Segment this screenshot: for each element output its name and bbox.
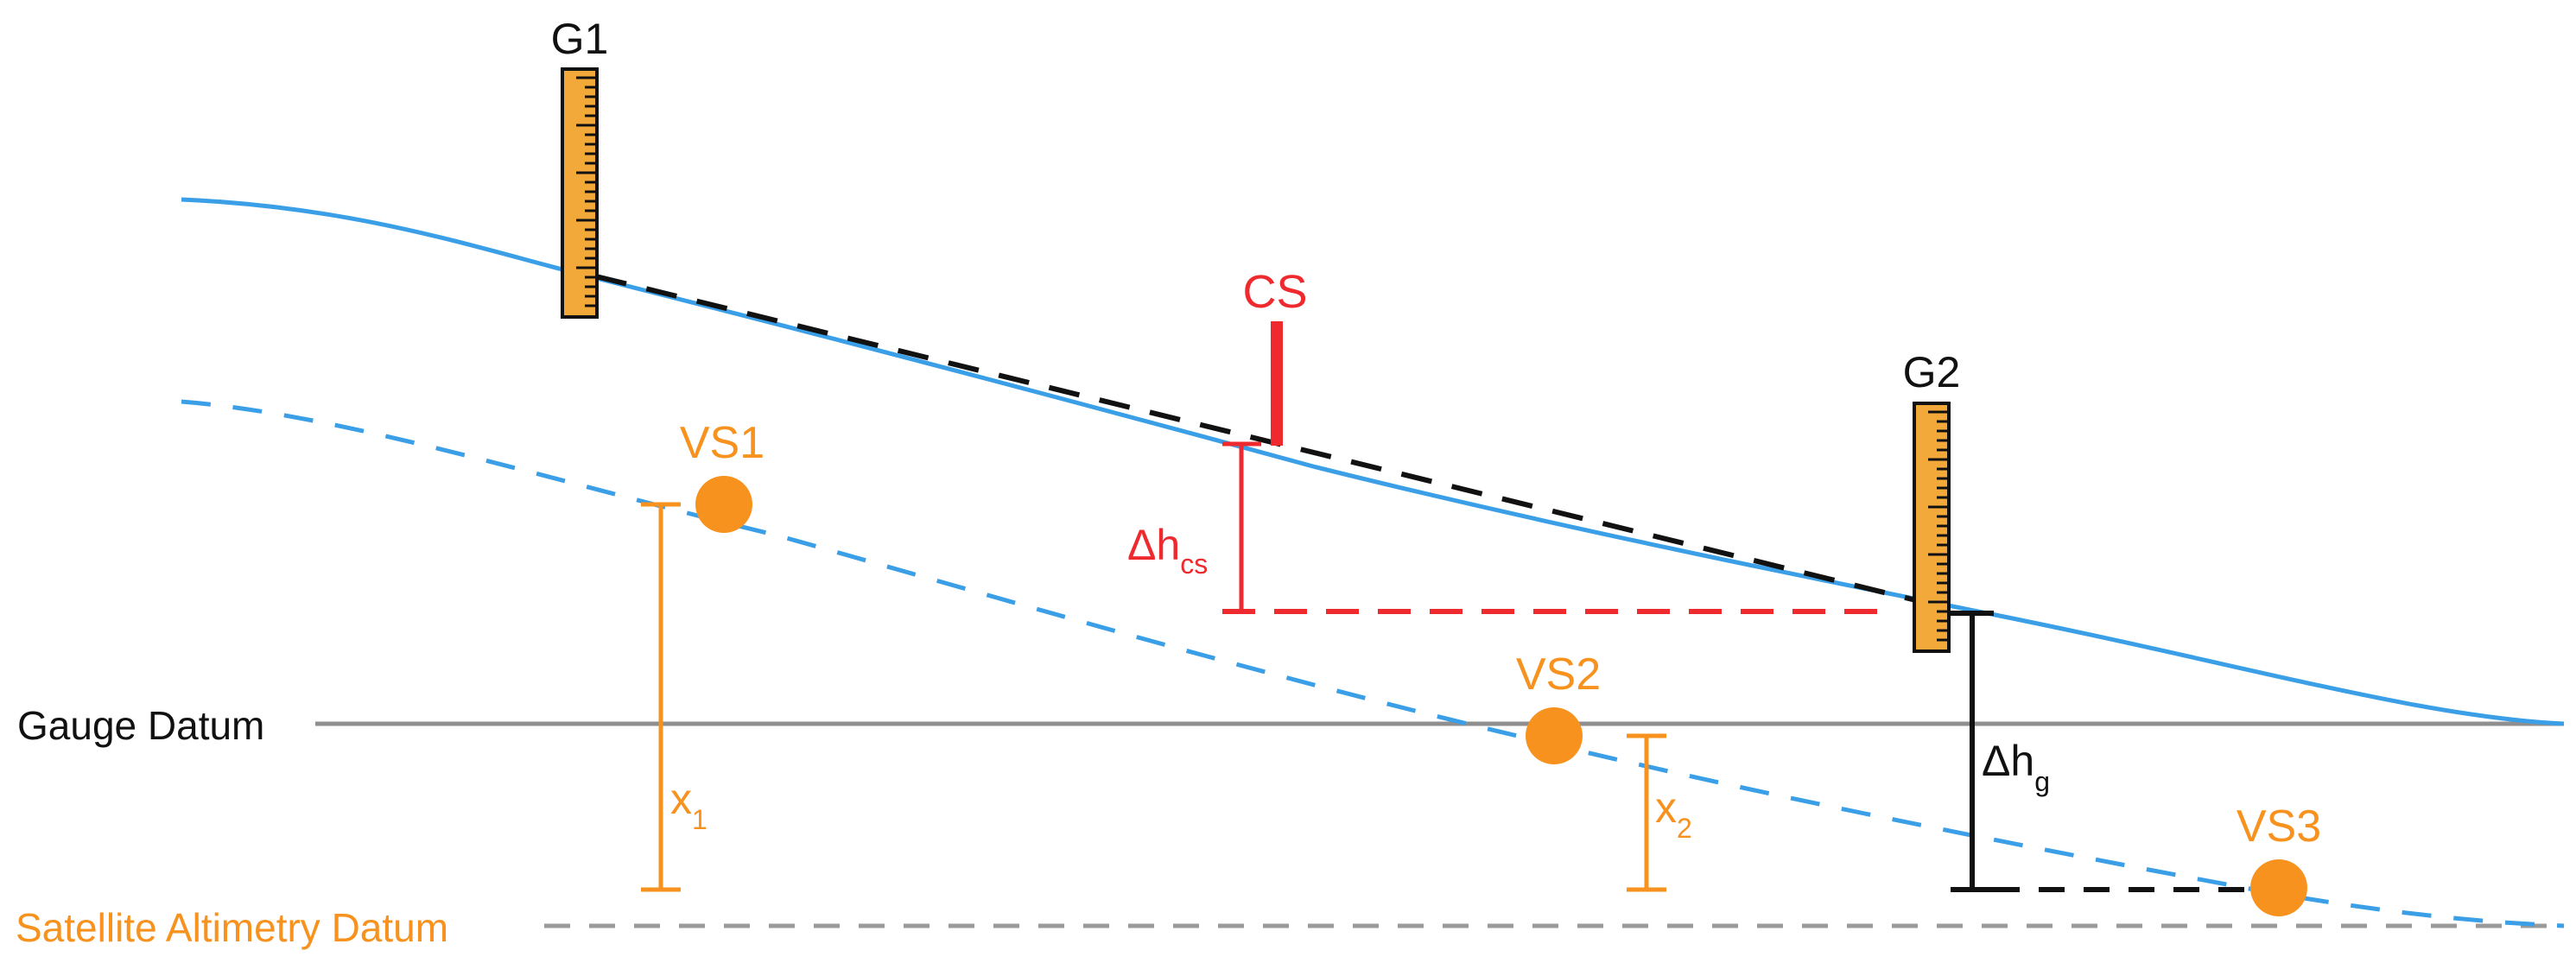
delta-h-g-dimension [1951,611,1994,892]
gauge-slope-line [595,274,1927,605]
vs3-label: VS3 [2237,801,2321,852]
gauge-g1-ticks [576,76,595,307]
gauge-g2 [1913,402,1951,653]
vs2-label: VS2 [1516,649,1601,700]
gauge-g2-ticks [1928,410,1947,642]
vs1-label: VS1 [680,418,765,468]
virtual-station-vs2 [1526,707,1583,764]
gauge-datum-label: Gauge Datum [17,703,264,748]
x1-subscript: 1 [692,804,707,835]
x1-dimension [641,502,681,892]
x1-label: x1 [670,775,707,835]
satellite-datum-label: Satellite Altimetry Datum [16,905,448,950]
delta-h-g-subscript: g [2034,766,2050,797]
virtual-station-vs1 [695,476,752,533]
delta-h-cs-label: Δhcs [1127,521,1208,580]
delta-h-cs-dimension [1222,441,1261,611]
delta-h-g-label: Δhg [1982,737,2050,797]
delta-h-cs-subscript: cs [1180,548,1208,580]
virtual-station-vs3 [2250,859,2307,916]
gauge-g2-label: G2 [1903,348,1961,396]
water-surface-line [181,197,2565,726]
gauge-g2-staff [1913,402,1951,653]
gauge-g1 [561,67,599,319]
x2-label: x2 [1655,783,1692,844]
altimetry-surface-line [181,399,2565,928]
x2-dimension [1627,733,1666,892]
gauge-g1-label: G1 [551,15,609,63]
x2-subscript: 2 [1677,813,1692,844]
cross-section-label: CS [1242,266,1307,318]
